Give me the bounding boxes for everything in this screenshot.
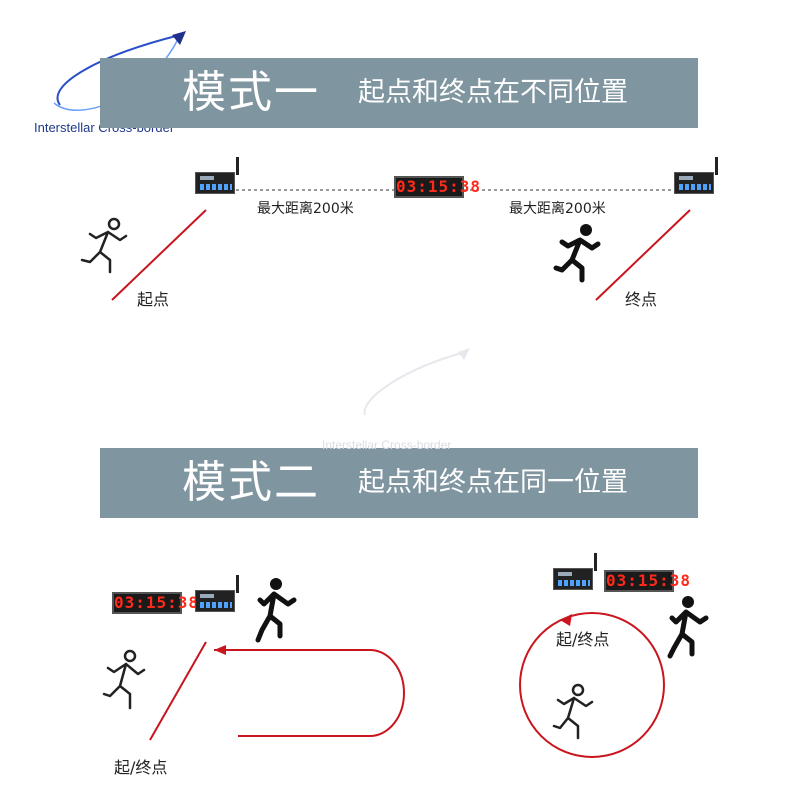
distance-label-right: 最大距离200米 [509,201,606,217]
timer-display-icon: 03:15:38 [112,592,200,614]
controller-icon [195,575,239,612]
distance-label-left: 最大距离200米 [257,201,354,217]
mode2-left-start-line [149,641,207,741]
start-line [111,209,207,301]
runner-outline-icon [102,649,146,710]
watermark-text: Interstellar Cross-border [322,438,452,452]
finish-label: 终点 [625,290,658,309]
timer-display-icon: 03:15:38 [394,176,482,198]
mode2-title: 模式二 [182,457,320,508]
controller-icon [195,157,239,194]
mode2-banner: 模式二 起点和终点在同一位置 [100,448,698,518]
runner-filled-icon [255,578,297,643]
runner-outline-icon [80,217,128,274]
runner-filled-icon [553,224,601,283]
mode2-right-label: 起/终点 [556,630,610,649]
runner-outline-icon [552,683,594,740]
mode2-u-track [214,649,405,737]
controller-icon [674,157,718,194]
timer-display-icon: 03:15:38 [604,570,692,592]
mode1-title: 模式一 [182,67,320,118]
mode2-description: 起点和终点在同一位置 [358,467,628,498]
mode2-left-label: 起/终点 [114,758,168,777]
start-label: 起点 [137,290,170,309]
mode1-description: 起点和终点在不同位置 [358,77,628,108]
finish-line [595,209,691,301]
controller-icon [553,553,597,590]
mode1-banner: 模式一 起点和终点在不同位置 [100,58,698,128]
runner-filled-icon [667,596,709,659]
watermark-orbit-icon [363,351,466,416]
mode2-circle-track [519,612,665,758]
